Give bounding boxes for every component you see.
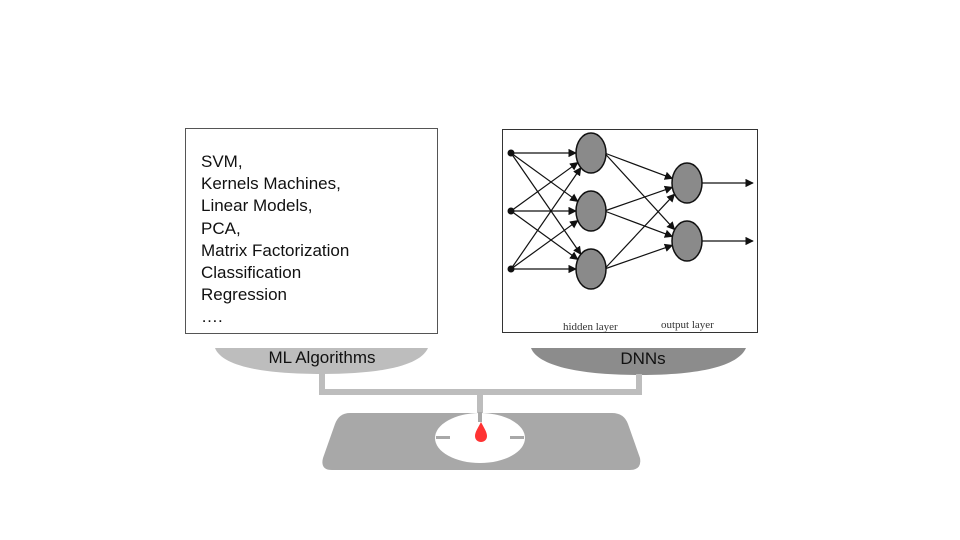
left-pan-label: ML Algorithms [268,348,375,367]
hidden-to-output-connection [604,210,674,238]
hidden-to-output-connection [604,152,676,231]
hidden-layer-label: hidden layer [563,321,618,332]
scale-dial [435,412,525,463]
ml-algorithm-item: Matrix Factorization [201,240,350,260]
left-scale-pan [215,348,428,374]
input-to-hidden-connection [510,167,582,270]
output-layer-label: output layer [661,319,714,331]
hidden-to-output-connection [604,243,674,270]
scale-frame [319,373,642,422]
ml-algorithm-item: SVM, [201,152,243,171]
input-node [507,149,515,157]
hidden-to-output-connection [604,152,674,180]
input-to-hidden-connection [510,162,579,212]
input-node [507,265,515,273]
output-node [671,162,703,204]
hidden-node [575,190,607,232]
input-to-hidden-connection [510,152,582,255]
neural-network-diagram: hidden layer output layer [502,129,758,333]
network-connections [510,148,754,274]
hidden-to-output-connection [604,193,676,270]
ml-algorithm-item: Linear Models, [201,196,313,216]
output-node [671,220,703,262]
input-to-hidden-connection [510,220,579,270]
hidden-node [575,132,607,174]
ml-algorithm-item: PCA, [201,218,241,238]
right-scale-pan [531,348,746,375]
ml-algorithm-item: Kernels Machines, [201,174,341,194]
right-pan-label: DNNs [620,349,665,368]
ml-algorithm-item: Classification [201,263,302,283]
hidden-node [575,248,607,290]
input-to-hidden-connection [510,210,579,260]
neural-network-svg: hidden layer output layer [507,132,754,332]
ml-algorithms-list: SVM, Kernels Machines, Linear Models, PC… [186,129,437,329]
input-to-hidden-connection [510,152,579,202]
ml-algorithm-item: …. [201,307,223,327]
hidden-to-output-connection [604,185,674,212]
network-nodes [507,132,703,290]
ml-algorithms-box: SVM, Kernels Machines, Linear Models, PC… [185,128,438,334]
ml-algorithm-item: Regression [201,285,287,305]
balance-indicator-icon [475,422,487,442]
input-node [507,207,515,215]
